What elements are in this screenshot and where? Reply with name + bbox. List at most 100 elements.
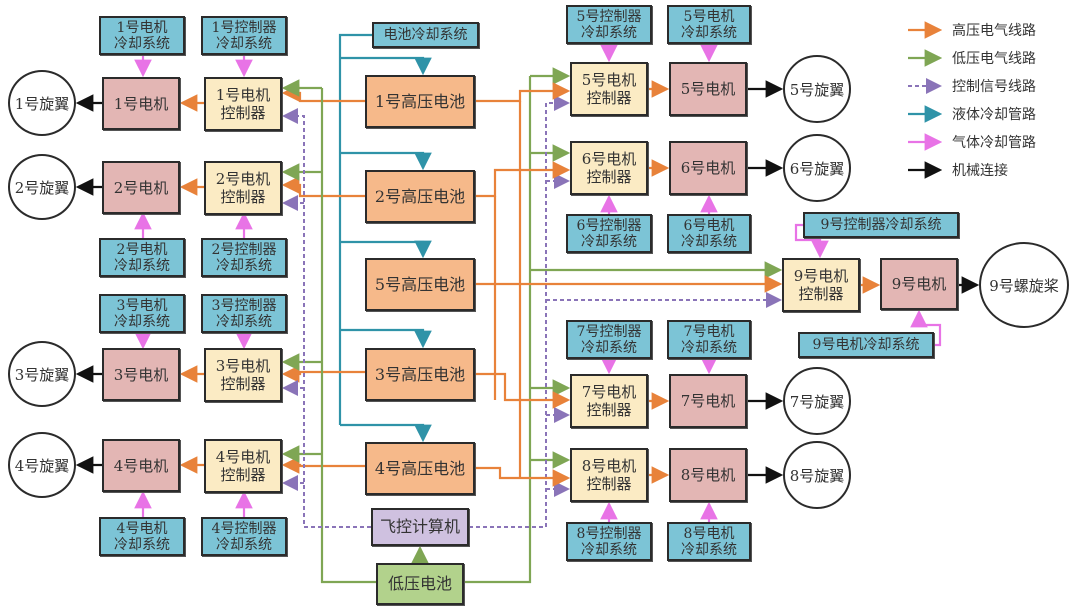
- lv-bus-left: [320, 88, 376, 584]
- motor-label: 9号电机: [891, 275, 947, 293]
- ctrl-4-cooling-system: 4号控制器冷却系统: [201, 517, 287, 556]
- legend-label-gas_cooling: 气体冷却管路: [952, 135, 1036, 151]
- motor-6-controller: 6号电机控制器: [570, 141, 648, 195]
- hv-link: [475, 82, 571, 103]
- gas-cooling-link: [910, 309, 942, 347]
- cooling-label: 9号电机冷却系统: [812, 337, 920, 353]
- motor-3-cooling-system: 3号电机冷却系统: [99, 294, 185, 333]
- rotor-label: 5号旋翼: [789, 80, 845, 99]
- line-2: 控制器: [220, 375, 266, 393]
- legend-label-mechanical: 机械连接: [952, 163, 1008, 179]
- line-2: 冷却系统: [216, 257, 272, 274]
- liquid-cooling-link: [340, 56, 432, 76]
- line-1: 6号电机: [683, 217, 735, 234]
- line-1: 1号控制器: [211, 19, 277, 36]
- line-2: 控制器: [220, 188, 266, 206]
- hv-battery-label: 1号高压电池: [374, 91, 466, 111]
- rotor-label: 8号旋翼: [789, 466, 845, 485]
- line-2: 控制器: [586, 401, 632, 419]
- legend-label-control_signal: 控制信号线路: [952, 79, 1036, 95]
- battery-cooling-label: 电池冷却系统: [383, 27, 468, 43]
- motor-1-controller: 1号电机控制器: [204, 77, 282, 131]
- rotor-6: 6号旋翼: [783, 134, 851, 202]
- control-link: [469, 95, 570, 528]
- ctrl-2-cooling-system: 2号控制器冷却系统: [201, 238, 287, 277]
- hv-battery-4: 4号高压电池: [365, 442, 475, 495]
- line-1: 1号电机: [215, 86, 271, 104]
- line-1: 4号电机: [215, 448, 271, 466]
- motor-4-controller: 4号电机控制器: [204, 439, 282, 493]
- cooling-label: 9号控制器冷却系统: [820, 217, 942, 233]
- rotor-label: 6号旋翼: [789, 159, 845, 178]
- rotor-4: 4号旋翼: [8, 432, 76, 498]
- ctrl-5-cooling-system: 5号控制器冷却系统: [566, 5, 652, 44]
- line-2: 冷却系统: [581, 339, 637, 356]
- hv-link: [475, 372, 571, 409]
- motor-1: 1号电机: [102, 77, 180, 130]
- line-2: 冷却系统: [581, 233, 637, 250]
- hv-battery-label: 2号高压电池: [374, 186, 466, 206]
- line-1: 3号电机: [215, 357, 271, 375]
- line-1: 8号控制器: [576, 525, 642, 542]
- line-2: 冷却系统: [681, 541, 737, 558]
- rotor-label: 7号旋翼: [789, 392, 845, 411]
- motor-label: 5号电机: [680, 80, 736, 98]
- motor-7-controller: 7号电机控制器: [570, 374, 648, 428]
- line-2: 冷却系统: [216, 536, 272, 553]
- battery-cooling-system: 电池冷却系统: [372, 22, 479, 48]
- motor-label: 2号电机: [113, 178, 169, 197]
- ctrl-3-cooling-system: 3号控制器冷却系统: [201, 294, 287, 333]
- fcc-label: 飞控计算机: [379, 517, 460, 536]
- motor-8: 8号电机: [669, 448, 747, 502]
- liquid-cooling-link: [340, 240, 432, 259]
- motor-6: 6号电机: [669, 141, 747, 195]
- line-1: 4号控制器: [211, 520, 277, 537]
- line-1: 2号电机: [116, 241, 168, 258]
- line-1: 1号电机: [116, 19, 168, 36]
- line-1: 4号电机: [116, 520, 168, 537]
- motor-5-cooling-system: 5号电机冷却系统: [667, 5, 751, 44]
- line-2: 冷却系统: [216, 35, 272, 52]
- propeller-label: 9号螺旋桨: [989, 276, 1059, 295]
- ctrl-9-cooling-system: 9号控制器冷却系统: [803, 212, 959, 238]
- line-2: 控制器: [586, 89, 632, 107]
- line-1: 5号电机: [581, 71, 637, 89]
- hv-battery-3: 3号高压电池: [365, 348, 475, 401]
- line-1: 2号控制器: [211, 241, 277, 258]
- rotor-label: 2号旋翼: [14, 178, 70, 197]
- motor-9: 9号电机: [880, 258, 958, 310]
- gas-cooling-link: [794, 223, 829, 259]
- line-2: 冷却系统: [581, 24, 637, 41]
- hv-battery-1: 1号高压电池: [365, 75, 475, 128]
- motor-4: 4号电机: [102, 439, 180, 492]
- hv-battery-label: 3号高压电池: [374, 364, 466, 384]
- motor-7-cooling-system: 7号电机冷却系统: [667, 320, 751, 359]
- motor-6-cooling-system: 6号电机冷却系统: [667, 214, 751, 253]
- rotor-5: 5号旋翼: [783, 55, 851, 123]
- line-1: 8号电机: [683, 525, 735, 542]
- line-1: 3号电机: [116, 297, 168, 314]
- motor-label: 3号电机: [113, 365, 169, 384]
- ctrl-1-cooling-system: 1号控制器冷却系统: [201, 16, 287, 55]
- low-voltage-battery: 低压电池: [376, 563, 464, 605]
- hv-battery-label: 5号高压电池: [374, 274, 466, 294]
- line-1: 3号控制器: [211, 297, 277, 314]
- ctrl-6-cooling-system: 6号控制器冷却系统: [566, 214, 652, 253]
- motor-9-cooling-system: 9号电机冷却系统: [798, 332, 934, 358]
- rotor-label: 1号旋翼: [14, 94, 70, 113]
- line-1: 5号控制器: [576, 8, 642, 25]
- line-2: 控制器: [586, 168, 632, 186]
- line-2: 冷却系统: [681, 339, 737, 356]
- rotor-label: 3号旋翼: [14, 365, 70, 384]
- motor-5: 5号电机: [669, 62, 747, 116]
- motor-4-cooling-system: 4号电机冷却系统: [99, 517, 185, 556]
- hv-link: [281, 365, 365, 383]
- legend-label-liquid_cooling: 液体冷却管路: [952, 107, 1036, 123]
- ctrl-7-cooling-system: 7号控制器冷却系统: [566, 320, 652, 359]
- rotor-1: 1号旋翼: [8, 70, 76, 136]
- motor-label: 6号电机: [680, 159, 736, 177]
- liquid-cooling-link: [340, 328, 432, 349]
- motor-2: 2号电机: [102, 161, 180, 214]
